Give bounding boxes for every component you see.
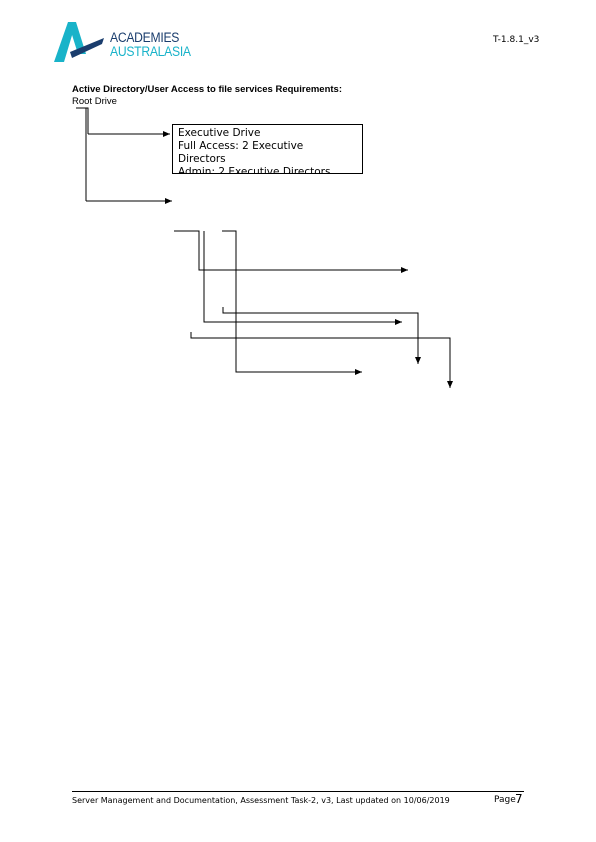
executive-drive-box: Executive Drive Full Access: 2 Executive… [172,124,363,174]
root-drive-label: Root Drive [72,96,117,107]
branch-connector-e [190,332,453,388]
document-code: T-1.8.1_v3 [493,35,540,45]
exec-box-line3: Directors [178,153,226,165]
branch-connector-b [203,231,402,325]
exec-box-line2: Full Access: 2 Executive [178,140,304,152]
page-label: Page [494,795,516,805]
branch-connector-c [222,230,362,375]
exec-box-line1: Executive Drive [178,127,261,139]
section-heading: Active Directory/User Access to file ser… [72,84,342,95]
branch-connector-a [174,230,408,273]
root-connector-top [76,107,89,134]
page-number: 7 [515,792,523,806]
branch-connector-d [222,307,421,364]
logo-text-academies: ACADEMIES [110,30,180,45]
footer-text: Server Management and Documentation, Ass… [72,796,450,805]
exec-box-line4: Admin: 2 Executive Directors [178,166,331,174]
footer-rule [72,791,524,792]
logo-text-australasia: AUSTRALASIA [110,44,191,59]
academies-logo-icon [54,22,104,62]
